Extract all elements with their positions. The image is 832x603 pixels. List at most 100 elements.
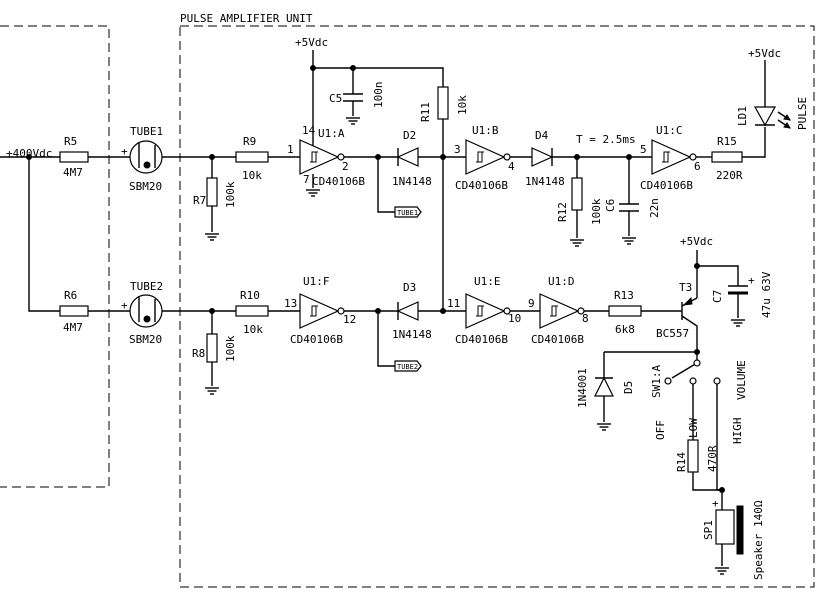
svg-text:R5: R5	[64, 135, 77, 148]
svg-text:100k: 100k	[590, 198, 603, 225]
svg-text:D5: D5	[622, 381, 635, 394]
svg-text:U1:F: U1:F	[303, 275, 330, 288]
svg-text:VOLUME: VOLUME	[735, 360, 748, 400]
t3-supply-label: +5Vdc	[680, 235, 713, 248]
r12-resistor: R12 100k	[556, 177, 603, 247]
svg-text:22n: 22n	[648, 198, 661, 218]
svg-text:+: +	[121, 145, 128, 158]
svg-text:CD40106B: CD40106B	[640, 179, 693, 192]
svg-text:10k: 10k	[456, 95, 469, 115]
svg-text:13: 13	[284, 297, 297, 310]
svg-text:8: 8	[582, 312, 589, 325]
svg-text:C6: C6	[604, 199, 617, 212]
tube1-net-label: TUBE1	[394, 206, 422, 218]
svg-text:LD1: LD1	[736, 106, 749, 126]
svg-text:220R: 220R	[716, 169, 743, 182]
svg-text:R14: R14	[675, 452, 688, 472]
svg-text:11: 11	[447, 297, 460, 310]
c6-capacitor: C6 22n	[604, 198, 661, 245]
svg-text:D4: D4	[535, 129, 549, 142]
r15-resistor: R15 220R	[711, 135, 743, 182]
r10-resistor: R10 10k	[235, 289, 269, 336]
svg-text:SW1:A: SW1:A	[650, 365, 663, 398]
ld1-led: LD1 PULSE	[736, 97, 809, 130]
svg-text:CD40106B: CD40106B	[455, 333, 508, 346]
tube2-net-label: TUBE2	[394, 360, 422, 372]
led-supply-label: +5Vdc	[748, 47, 781, 60]
svg-text:TUBE1: TUBE1	[130, 125, 163, 138]
svg-text:1N4148: 1N4148	[392, 328, 432, 341]
svg-text:TUBE2: TUBE2	[130, 280, 163, 293]
r8-resistor: R8 100k	[192, 333, 237, 363]
svg-text:U1:D: U1:D	[548, 275, 575, 288]
frame-title: PULSE AMPLIFIER UNIT	[180, 12, 313, 25]
svg-text:47u 63V: 47u 63V	[760, 271, 773, 318]
svg-text:D2: D2	[403, 129, 416, 142]
u1-supply-label: +5Vdc	[295, 36, 328, 49]
r6-resistor: R6 4M7	[59, 289, 89, 334]
svg-text:TUBE1: TUBE1	[397, 209, 418, 217]
svg-text:4M7: 4M7	[63, 166, 83, 179]
svg-text:100n: 100n	[372, 82, 385, 109]
svg-text:C5: C5	[329, 92, 342, 105]
svg-text:10k: 10k	[243, 323, 263, 336]
svg-text:R8: R8	[192, 347, 205, 360]
svg-text:7: 7	[303, 173, 310, 186]
svg-text:R10: R10	[240, 289, 260, 302]
svg-text:D3: D3	[403, 281, 416, 294]
svg-text:+: +	[121, 299, 128, 312]
u1b-schmitt-inverter: U1:B CD40106B 3 4	[454, 124, 515, 192]
svg-text:R11: R11	[419, 102, 432, 122]
svg-text:R7: R7	[193, 194, 206, 207]
svg-text:SBM20: SBM20	[129, 333, 162, 346]
pulse-amplifier-frame	[179, 25, 815, 588]
svg-text:C7: C7	[711, 290, 724, 303]
svg-text:1N4001: 1N4001	[576, 368, 589, 408]
d5-diode: D5 1N4001	[576, 352, 635, 431]
svg-text:+: +	[712, 497, 719, 510]
u1e-schmitt-inverter: U1:E CD40106B 11 10	[447, 275, 521, 346]
svg-text:10k: 10k	[242, 169, 262, 182]
tube1-geiger-tube: TUBE1 SBM20 +	[121, 125, 163, 193]
svg-text:100k: 100k	[224, 181, 237, 208]
svg-text:14: 14	[302, 124, 316, 137]
r9-resistor: R9 10k	[235, 135, 269, 182]
svg-text:T3: T3	[679, 281, 692, 294]
svg-text:R9: R9	[243, 135, 256, 148]
svg-text:CD40106B: CD40106B	[531, 333, 584, 346]
u1a-schmitt-inverter: U1:A CD40106B 1 2 14 7	[287, 124, 365, 197]
svg-text:U1:E: U1:E	[474, 275, 501, 288]
svg-text:100k: 100k	[224, 335, 237, 362]
svg-text:3: 3	[454, 143, 461, 156]
svg-text:CD40106B: CD40106B	[312, 175, 365, 188]
r5-resistor: R5 4M7	[59, 135, 89, 179]
svg-text:9: 9	[528, 297, 535, 310]
svg-text:6: 6	[694, 160, 701, 173]
svg-text:TUBE2: TUBE2	[397, 363, 418, 371]
d4-diode: D4 1N4148	[525, 129, 565, 188]
svg-text:R13: R13	[614, 289, 634, 302]
svg-text:U1:A: U1:A	[318, 127, 345, 140]
r7-resistor: R7 100k	[193, 177, 237, 208]
u1c-schmitt-inverter: U1:C CD40106B 5 6	[640, 124, 701, 192]
d2-diode: D2 1N4148	[392, 129, 432, 188]
t3-transistor: T3 BC557	[656, 281, 698, 352]
u1d-schmitt-inverter: U1:D CD40106B 9 8	[528, 275, 589, 346]
svg-text:10: 10	[508, 312, 521, 325]
sp1-speaker: + SP1 Speaker 140Ω	[702, 497, 765, 580]
svg-text:4M7: 4M7	[63, 321, 83, 334]
svg-text:R12: R12	[556, 202, 569, 222]
svg-text:R15: R15	[717, 135, 737, 148]
sw1-volume-switch[interactable]: SW1:A OFF LOW HIGH VOLUME	[650, 359, 748, 444]
svg-text:SP1: SP1	[702, 520, 715, 540]
r14-resistor: R14 470R	[675, 439, 719, 473]
timing-note: T = 2.5ms	[576, 133, 636, 146]
svg-text:2: 2	[342, 160, 349, 173]
svg-text:SBM20: SBM20	[129, 180, 162, 193]
svg-text:U1:C: U1:C	[656, 124, 683, 137]
tube2-geiger-tube: TUBE2 SBM20 +	[121, 280, 163, 346]
r11-resistor: R11 10k	[419, 86, 469, 122]
svg-text:OFF: OFF	[654, 420, 667, 440]
svg-text:1N4148: 1N4148	[392, 175, 432, 188]
svg-text:CD40106B: CD40106B	[290, 333, 343, 346]
